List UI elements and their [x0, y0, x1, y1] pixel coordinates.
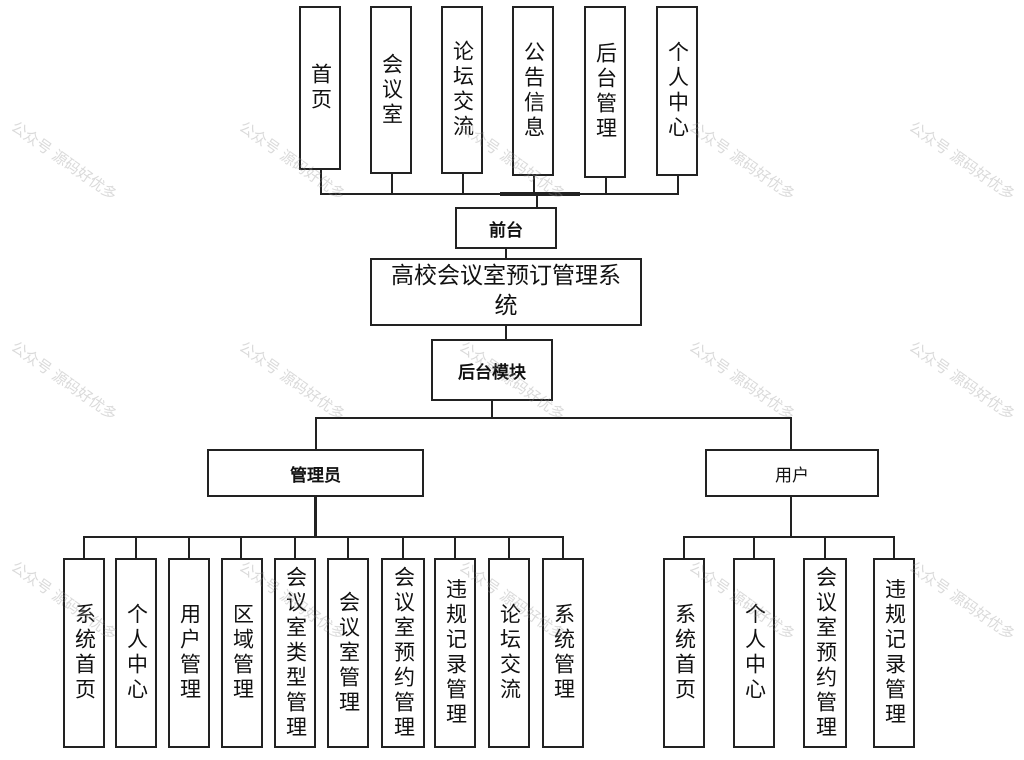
watermark: 公众号 源码好优多	[905, 557, 1019, 645]
frontend-module-meeting-room: 会议室	[370, 6, 412, 174]
connector	[790, 417, 792, 450]
user-module-system-home: 系统首页	[663, 558, 705, 748]
connector	[83, 536, 564, 538]
connector	[500, 192, 580, 196]
role-admin: 管理员	[207, 449, 424, 497]
user-module-reservation-management: 会议室预约管理	[803, 558, 847, 748]
connector	[491, 401, 493, 418]
role-user: 用户	[705, 449, 879, 497]
connector	[505, 326, 507, 340]
connector	[294, 536, 296, 559]
watermark: 公众号 源码好优多	[7, 117, 121, 205]
connector	[790, 497, 792, 537]
connector	[533, 176, 535, 194]
watermark: 公众号 源码好优多	[685, 117, 799, 205]
connector	[347, 536, 349, 559]
admin-module-reservation-management: 会议室预约管理	[381, 558, 425, 748]
connector	[320, 170, 322, 194]
frontend-node: 前台	[455, 207, 557, 249]
connector	[605, 178, 607, 194]
connector	[753, 536, 755, 559]
connector	[454, 536, 456, 559]
watermark: 公众号 源码好优多	[235, 337, 349, 425]
connector	[83, 536, 85, 559]
connector	[315, 417, 317, 450]
connector	[188, 536, 190, 559]
connector	[320, 193, 679, 195]
frontend-module-admin-console: 后台管理	[584, 6, 626, 178]
admin-module-personal-center: 个人中心	[115, 558, 157, 748]
connector	[893, 536, 895, 559]
connector	[508, 536, 510, 559]
watermark: 公众号 源码好优多	[7, 337, 121, 425]
connector	[240, 536, 242, 559]
admin-module-room-type-management: 会议室类型管理	[274, 558, 316, 748]
watermark: 公众号 源码好优多	[685, 337, 799, 425]
admin-module-room-management: 会议室管理	[327, 558, 369, 748]
connector	[505, 249, 507, 259]
connector	[135, 536, 137, 559]
frontend-module-forum: 论坛交流	[441, 6, 483, 174]
connector	[677, 176, 679, 194]
system-title: 高校会议室预订管理系统	[370, 258, 642, 326]
admin-module-system-management: 系统管理	[542, 558, 584, 748]
frontend-module-personal-center: 个人中心	[656, 6, 698, 176]
connector	[824, 536, 826, 559]
connector	[683, 536, 685, 559]
admin-module-user-management: 用户管理	[168, 558, 210, 748]
admin-module-forum: 论坛交流	[488, 558, 530, 748]
frontend-module-notice: 公告信息	[512, 6, 554, 176]
admin-module-violation-management: 违规记录管理	[434, 558, 476, 748]
connector	[391, 174, 393, 194]
connector	[562, 536, 564, 559]
admin-module-system-home: 系统首页	[63, 558, 105, 748]
admin-module-area-management: 区域管理	[221, 558, 263, 748]
watermark: 公众号 源码好优多	[905, 337, 1019, 425]
connector	[402, 536, 404, 559]
connector	[683, 536, 895, 538]
watermark: 公众号 源码好优多	[905, 117, 1019, 205]
user-module-violation-management: 违规记录管理	[873, 558, 915, 748]
connector	[536, 194, 538, 208]
user-module-personal-center: 个人中心	[733, 558, 775, 748]
backend-module-node: 后台模块	[431, 339, 553, 401]
frontend-module-homepage: 首页	[299, 6, 341, 170]
connector	[314, 497, 317, 537]
connector	[462, 174, 464, 194]
connector	[315, 417, 792, 419]
